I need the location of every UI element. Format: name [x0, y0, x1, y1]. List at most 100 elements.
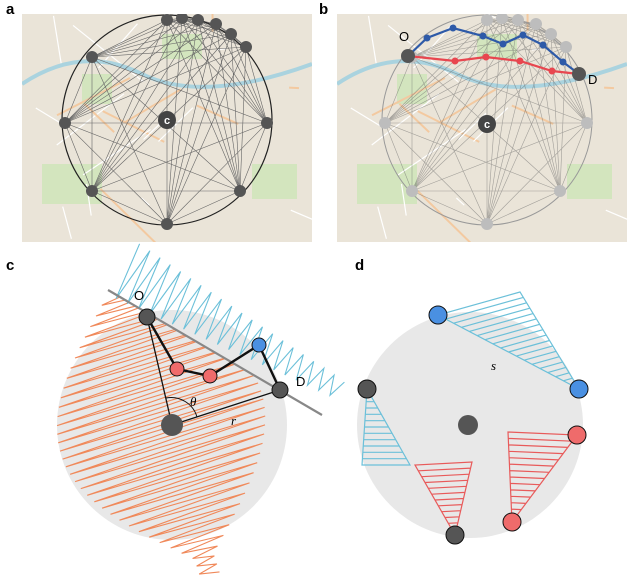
network-node — [481, 14, 493, 26]
network-edge — [215, 23, 268, 124]
street-line — [72, 24, 144, 83]
network-edge — [166, 33, 232, 225]
street-line — [124, 88, 182, 123]
street-line — [196, 104, 239, 125]
network-node — [161, 218, 173, 230]
route-node — [519, 31, 527, 39]
network-edge — [166, 190, 241, 225]
network-node — [379, 117, 391, 129]
panel-a: c — [22, 14, 312, 242]
network-edge — [535, 23, 561, 192]
street-line — [371, 77, 446, 117]
network-edge — [166, 19, 268, 124]
route-node — [449, 24, 457, 32]
network-edge — [230, 33, 241, 192]
network-edge — [411, 46, 567, 58]
street-line — [83, 103, 115, 133]
street-line — [455, 197, 465, 206]
network-edge — [91, 33, 232, 192]
network-edge — [411, 19, 519, 58]
route-node — [559, 58, 567, 66]
network-node — [545, 28, 557, 40]
network-node — [86, 185, 98, 197]
network-edge — [166, 122, 268, 225]
blue-hatched-triangle — [436, 291, 581, 391]
network-edge — [230, 33, 268, 124]
center-node — [478, 115, 496, 133]
map-texture — [337, 14, 627, 242]
network-edge — [64, 46, 247, 124]
center-node — [458, 415, 478, 435]
destination-label: D — [588, 72, 597, 87]
destination-label: D — [296, 374, 305, 389]
network-node — [210, 18, 222, 30]
network-edge — [550, 33, 588, 124]
street-line — [99, 188, 157, 242]
network-edge — [565, 46, 588, 124]
network-edge — [486, 33, 552, 225]
route-node — [548, 67, 556, 75]
network-edge — [91, 56, 268, 124]
network-edge — [411, 190, 488, 225]
street-line — [350, 107, 381, 127]
network-node — [496, 14, 508, 24]
network-edge — [181, 17, 241, 192]
network-node — [530, 18, 542, 30]
network-edge — [486, 19, 552, 35]
network-nodes — [59, 14, 273, 230]
network-edge — [486, 190, 561, 225]
street-line — [417, 110, 480, 143]
network-edge — [486, 19, 519, 225]
route-node — [482, 53, 490, 61]
center-node-label: c — [164, 115, 170, 127]
red-node — [202, 368, 218, 384]
network-edge — [64, 122, 168, 225]
network-edge — [411, 122, 588, 192]
street-line — [397, 128, 466, 176]
red-node — [567, 425, 587, 445]
network-edge — [239, 46, 247, 192]
blue-wave — [115, 243, 345, 397]
street-line — [439, 88, 497, 123]
route-node — [479, 32, 487, 40]
network-edge — [559, 46, 567, 192]
network-node — [234, 185, 246, 197]
center-node — [158, 111, 176, 129]
chord-label: s — [491, 358, 496, 373]
street-line — [487, 14, 499, 21]
park-area — [357, 164, 417, 204]
panel-label-a: a — [6, 1, 15, 18]
street-line — [414, 188, 472, 242]
network-edge — [411, 23, 537, 58]
network-edge — [166, 19, 232, 35]
street-line — [604, 86, 615, 90]
red-node — [169, 361, 185, 377]
network-node — [225, 28, 237, 40]
center-node-label: c — [484, 119, 490, 131]
park-area — [567, 164, 612, 199]
blue-node — [569, 379, 589, 399]
street-line — [289, 86, 300, 90]
network-node — [192, 14, 204, 26]
network-edge — [166, 23, 217, 225]
street-line — [377, 206, 387, 239]
network-edge — [197, 19, 241, 192]
network-edge — [64, 19, 168, 124]
network-node — [261, 117, 273, 129]
street-line — [102, 110, 165, 143]
network-node — [581, 117, 593, 129]
network-edge — [166, 46, 247, 225]
network-edge — [64, 17, 183, 124]
network-edge — [166, 19, 199, 225]
network-edge — [411, 17, 503, 192]
origin-label: O — [399, 29, 409, 44]
network-edge — [181, 17, 268, 124]
network-edge — [384, 33, 552, 124]
river — [22, 59, 312, 89]
network-edge — [384, 122, 413, 192]
destination-node — [271, 381, 289, 399]
panel-label-c: c — [6, 257, 14, 274]
network-edge — [384, 122, 488, 225]
route-node — [451, 57, 459, 65]
